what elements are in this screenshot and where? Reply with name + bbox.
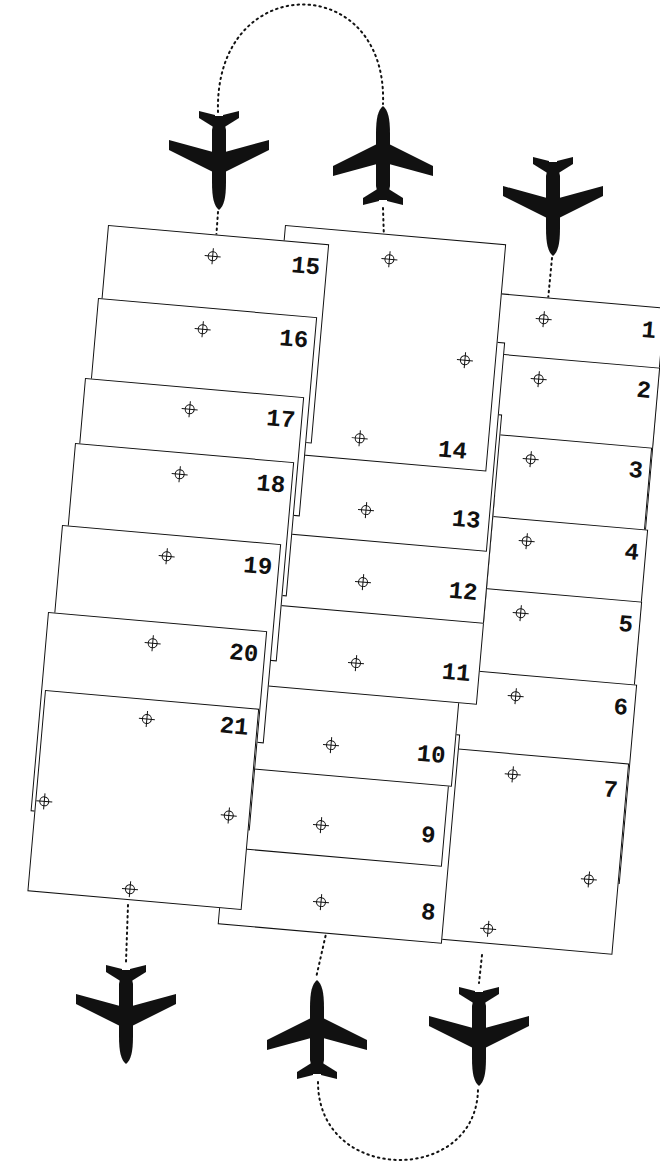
photo-frame: 21 — [27, 690, 259, 910]
crosshair — [312, 893, 329, 910]
frame-number: 15 — [106, 238, 327, 281]
frame-number: 19 — [60, 538, 279, 581]
crosshair — [312, 816, 329, 833]
airplane — [169, 111, 269, 210]
crosshair — [518, 532, 535, 549]
frame-number: 20 — [46, 625, 265, 668]
frame-number: 18 — [73, 456, 292, 499]
airplane — [76, 965, 176, 1064]
frame-number: 12 — [262, 563, 486, 606]
crosshair — [36, 793, 53, 810]
frame-number: 16 — [96, 311, 315, 354]
crosshair — [479, 920, 496, 937]
crosshair — [354, 573, 371, 590]
crosshair — [181, 401, 198, 418]
crosshair — [322, 736, 339, 753]
crosshair — [121, 880, 138, 897]
crosshair — [351, 430, 368, 447]
crosshair — [535, 310, 552, 327]
crosshair — [194, 321, 211, 338]
frame-number: 11 — [255, 644, 479, 687]
crosshair — [381, 251, 398, 268]
crosshair — [504, 766, 521, 783]
airplane — [267, 980, 367, 1079]
frame-number: 8 — [220, 883, 444, 926]
frame-number: 21 — [43, 699, 257, 741]
crosshair — [171, 466, 188, 483]
crosshair — [144, 635, 161, 652]
airplane — [429, 987, 529, 1086]
crosshair — [456, 352, 473, 369]
crosshair — [138, 710, 155, 727]
fiducial-marks — [28, 691, 250, 910]
crosshair — [512, 604, 529, 621]
crosshair — [357, 501, 374, 518]
crosshair — [204, 248, 221, 265]
crosshair — [522, 450, 539, 467]
airplane — [503, 157, 603, 256]
frame-number: 17 — [83, 391, 302, 434]
crosshair — [220, 807, 237, 824]
crosshair — [507, 687, 524, 704]
crosshair — [158, 548, 175, 565]
frame-number: 9 — [220, 806, 444, 849]
crosshair — [580, 871, 597, 888]
airplane — [333, 106, 433, 205]
crosshair — [347, 654, 364, 671]
crosshair — [530, 370, 547, 387]
